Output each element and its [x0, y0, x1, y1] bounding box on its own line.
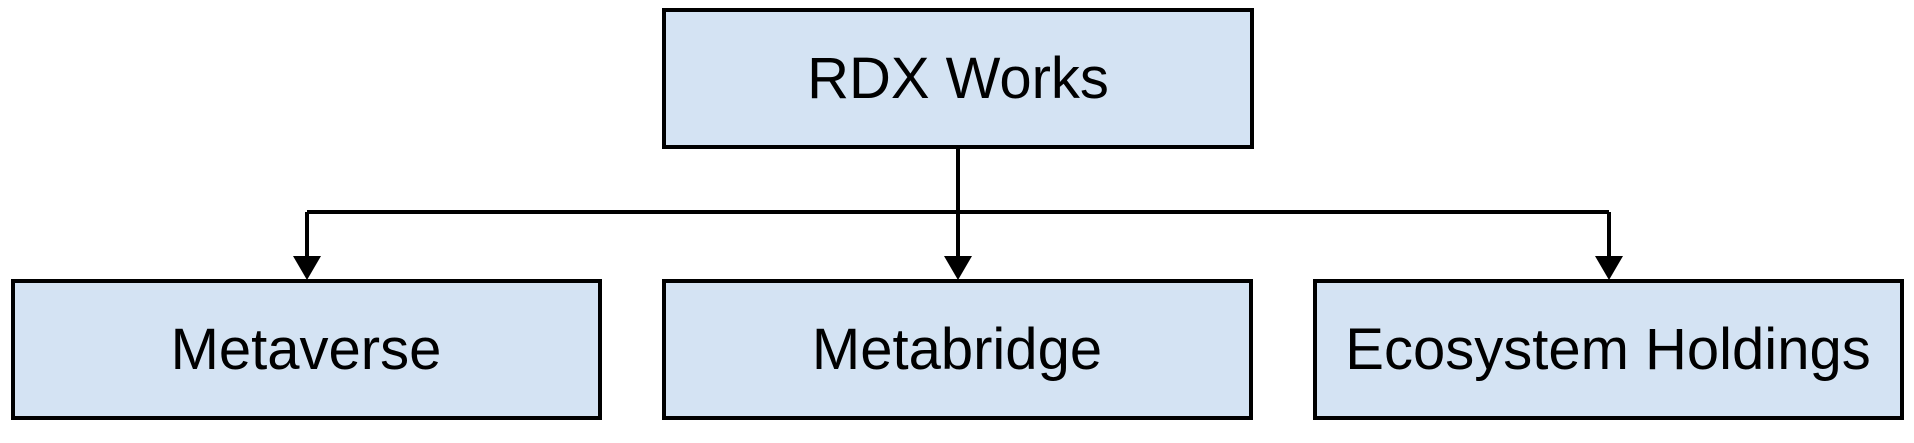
node-ecosystem-holdings[interactable]: Ecosystem Holdings	[1313, 279, 1904, 420]
arrowhead-ecosystem-holdings	[1595, 256, 1623, 280]
node-box-ecosystem-holdings	[1313, 279, 1904, 420]
node-label-metabridge: Metabridge	[812, 317, 1102, 382]
node-metabridge[interactable]: Metabridge	[662, 279, 1253, 420]
arrowhead-metaverse	[293, 256, 321, 280]
node-label-rdx-works: RDX Works	[807, 46, 1109, 111]
node-metaverse[interactable]: Metaverse	[11, 279, 602, 420]
node-box-metaverse	[11, 279, 602, 420]
node-rdx-works[interactable]: RDX Works	[662, 8, 1254, 149]
node-label-metaverse: Metaverse	[171, 317, 442, 382]
arrowhead-metabridge	[944, 256, 972, 280]
connectors	[293, 149, 1623, 280]
node-label-ecosystem-holdings: Ecosystem Holdings	[1345, 317, 1870, 382]
node-box-rdx-works	[662, 8, 1254, 149]
node-box-metabridge	[662, 279, 1253, 420]
